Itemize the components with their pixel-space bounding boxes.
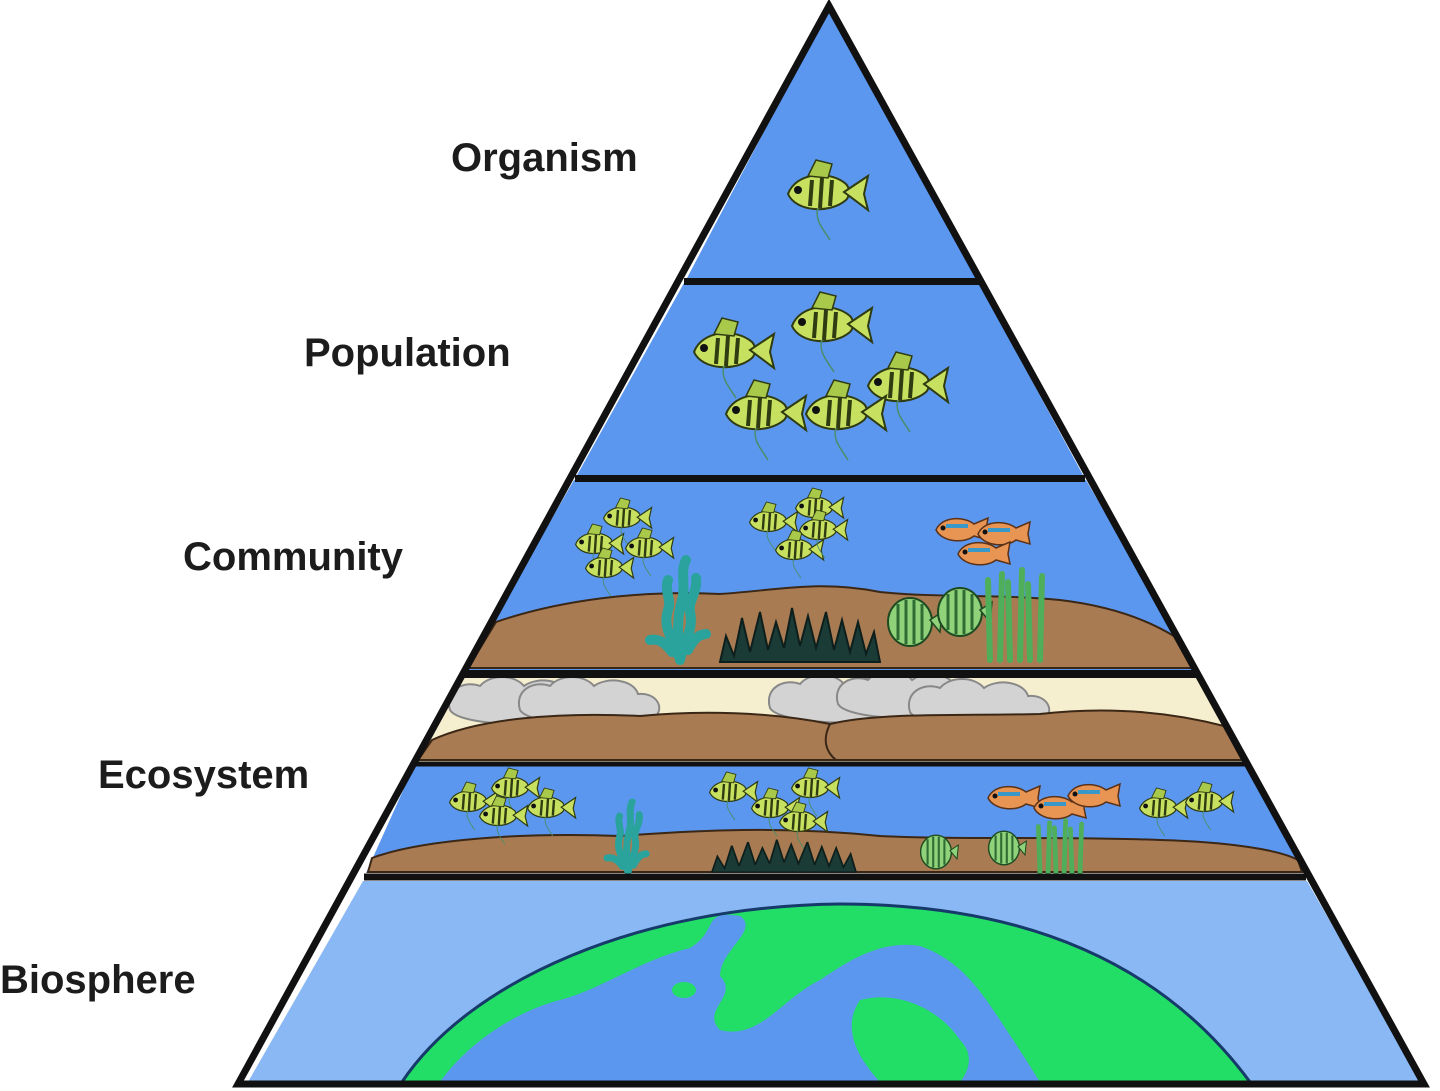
level-label-biosphere: Biosphere bbox=[0, 958, 196, 1002]
population-tier bbox=[576, 283, 1084, 477]
level-label-ecosystem: Ecosystem bbox=[98, 753, 310, 797]
level-label-organism: Organism bbox=[451, 136, 638, 180]
level-label-community: Community bbox=[183, 535, 403, 579]
ecosystem-fish bbox=[986, 784, 1042, 811]
ecosystem-fish bbox=[1066, 782, 1122, 809]
ecosystem-hills bbox=[416, 709, 1244, 761]
level-label-population: Population bbox=[304, 331, 511, 375]
pyramid-outline bbox=[232, 0, 1430, 1088]
organism-tier bbox=[686, 8, 977, 280]
community-fish bbox=[956, 540, 1012, 567]
community-fish bbox=[976, 520, 1032, 547]
